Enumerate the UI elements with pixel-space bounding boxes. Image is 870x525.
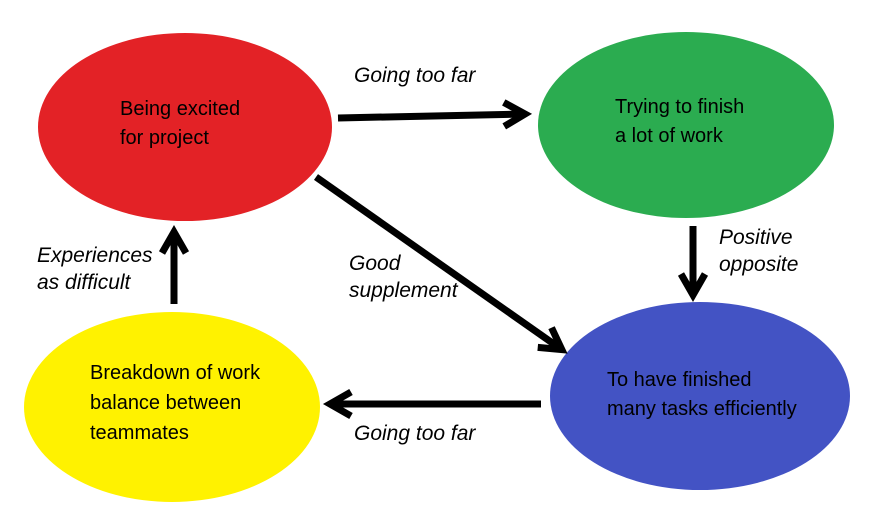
node-breakdown-balance-label: Breakdown of work balance between teamma… bbox=[90, 362, 261, 444]
edge-label-positive-opposite: Positive opposite bbox=[719, 226, 799, 276]
node-trying-to-finish-ellipse bbox=[538, 32, 834, 218]
edge-label-going-too-far-top: Going too far bbox=[354, 64, 476, 87]
node-finished-tasks-label: To have finished many tasks efficiently bbox=[607, 369, 797, 420]
edge-label-good-supplement: Good supplement bbox=[349, 252, 458, 302]
node-breakdown-balance-ellipse bbox=[24, 312, 320, 502]
arrow-excited-to-trying bbox=[337, 99, 533, 130]
node-being-excited-ellipse bbox=[38, 33, 332, 221]
node-finished-tasks-ellipse bbox=[550, 302, 850, 490]
node-being-excited-label: Being excited for project bbox=[120, 98, 241, 149]
node-trying-to-finish-label: Trying to finish a lot of work bbox=[615, 96, 745, 147]
arrow-excited-to-finished bbox=[313, 174, 568, 354]
edge-label-going-too-far-bottom: Going too far bbox=[354, 422, 476, 445]
edge-label-experiences-as-difficult: Experiences as difficult bbox=[37, 244, 153, 294]
